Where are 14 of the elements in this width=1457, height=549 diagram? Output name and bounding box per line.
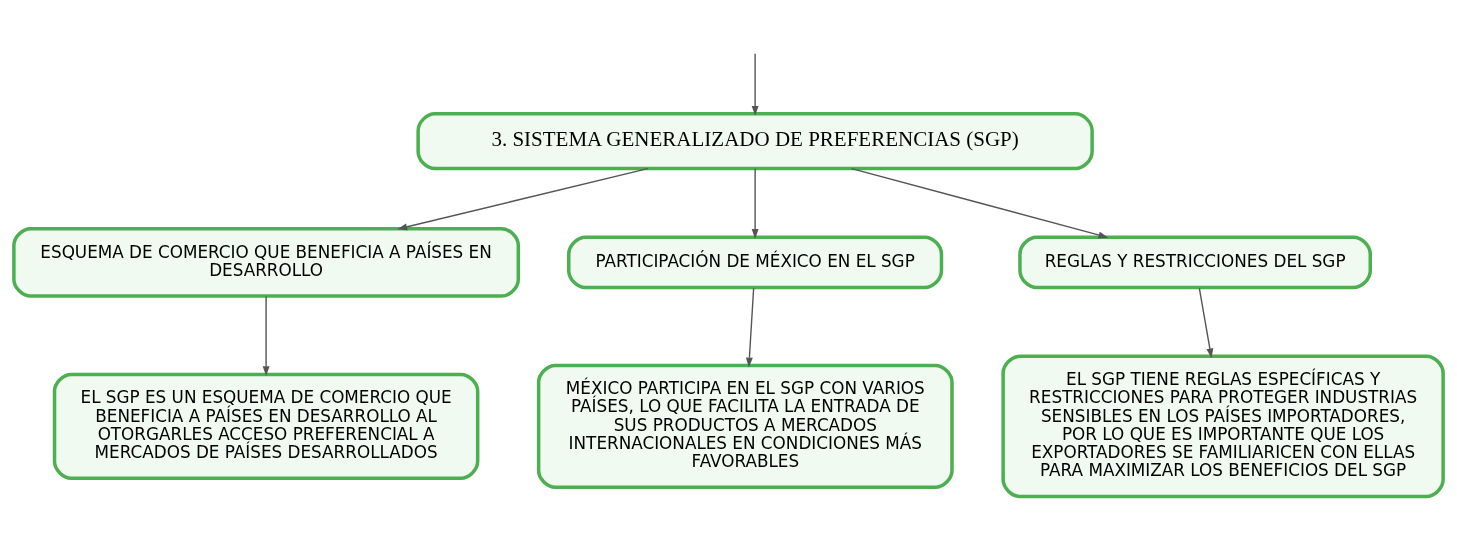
arrow [746, 287, 755, 368]
arrow [1198, 287, 1214, 359]
arrow [397, 167, 649, 231]
arrow [262, 295, 270, 377]
arrow [751, 168, 759, 239]
node-box: MÉXICO PARTICIPA EN EL SGP CON VARIOS PAÍSES, LO QUE FACILITA LA ENTRADA DE SUS PRODUCTOS A MERCADOS INTERNACIONALES EN CONDICIONES MÁS FAVORABLES [536, 363, 954, 490]
node-box: ESQUEMA DE COMERCIO QUE BENEFICIA A PAÍSES EN DESARROLLO [12, 227, 521, 298]
arrow [751, 52, 759, 116]
arrow [850, 167, 1109, 239]
node-box: EL SGP TIENE REGLAS ESPECÍFICAS Y RESTRICCIONES PARA PROTEGER INDUSTRIAS SENSIBLES EN LOS PAÍSES IMPORTADORES, POR LO QUE ES IMPORTANTE QUE LOS EXPORTADORES SE FAMILIARICEN CON ELLAS PARA MAXIMIZAR LOS BENEFICIOS DEL SGP [1001, 354, 1445, 499]
node-box: EL SGP ES UN ESQUEMA DE COMERCIO QUE BENEFICIA A PAÍSES EN DESARROLLO AL OTORGARLES ACCESO PREFERENCIAL A MERCADOS DE PAÍSES DESARROLLADOS [52, 372, 480, 480]
node-box: PARTICIPACIÓN DE MÉXICO EN EL SGP [567, 235, 944, 290]
node-box: REGLAS Y RESTRICCIONES DEL SGP [1018, 235, 1372, 290]
node-box: 3. SISTEMA GENERALIZADO DE PREFERENCIAS (SGP) [416, 112, 1094, 171]
